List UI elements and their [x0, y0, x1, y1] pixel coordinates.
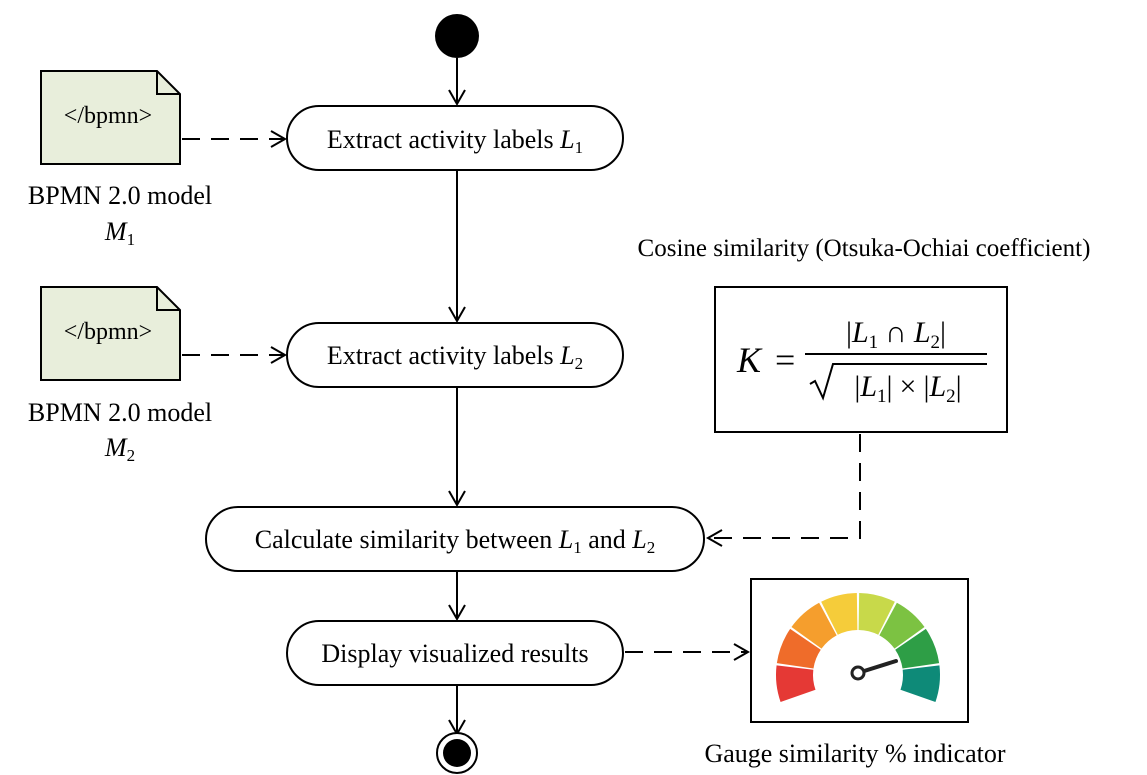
- formula-to-calculate-edge: [705, 434, 861, 547]
- gauge-needle-pivot: [850, 665, 866, 681]
- extract-labels-2-text: Extract activity labels L2: [327, 341, 583, 373]
- formula-box: [714, 286, 1008, 433]
- formula-lhs: K: [736, 340, 763, 380]
- gauge-caption: Gauge similarity % indicator: [704, 739, 1005, 768]
- bpmn-model-1-var: M1: [104, 217, 135, 249]
- gauge-segment: [900, 665, 940, 702]
- calculate-similarity-node: [205, 506, 705, 572]
- gauge-segment: [791, 602, 837, 649]
- extract-labels-1-text: Extract activity labels L1: [327, 125, 583, 157]
- bpmn-model-1-doc-text: </bpmn>: [64, 103, 152, 129]
- display-results-node: [286, 620, 624, 686]
- document-icon: [40, 70, 181, 165]
- formula-numerator: |L1∩L2|: [846, 316, 946, 353]
- bpmn-model-1-document: </bpmn>: [40, 70, 181, 165]
- gauge-segment: [895, 628, 940, 669]
- gauge-segment: [879, 602, 925, 649]
- bpmn-model-2-var: M2: [104, 433, 135, 465]
- formula-sqrt-sign: [809, 363, 987, 401]
- bpmn-model-2-caption: BPMN 2.0 model: [28, 398, 212, 427]
- document-fold: [156, 71, 180, 95]
- bpmn-model-2-doc-text: </bpmn>: [64, 319, 152, 345]
- document-fold: [156, 287, 180, 311]
- bpmn-model-2-document: </bpmn>: [40, 286, 181, 381]
- gauge-segment: [821, 593, 858, 635]
- formula-title: Cosine similarity (Otsuka-Ochiai coeffic…: [638, 235, 1091, 262]
- calculate-similarity-text: Calculate similarity between L1 and L2: [255, 525, 655, 557]
- gauge-segment: [775, 665, 816, 702]
- gauge-dial: [775, 593, 940, 702]
- document-icon: [40, 286, 181, 381]
- start-node: [435, 14, 479, 58]
- gauge-segment: [858, 593, 895, 635]
- display-results-text: Display visualized results: [321, 639, 588, 668]
- bpmn-model-1-caption: BPMN 2.0 model: [28, 181, 212, 210]
- gauge-segment: [776, 628, 821, 669]
- end-node-core: [443, 739, 471, 767]
- gauge-needle: [859, 659, 898, 674]
- formula-equals: =: [775, 340, 795, 380]
- formula-denominator: |L1|×|L2|: [854, 370, 961, 407]
